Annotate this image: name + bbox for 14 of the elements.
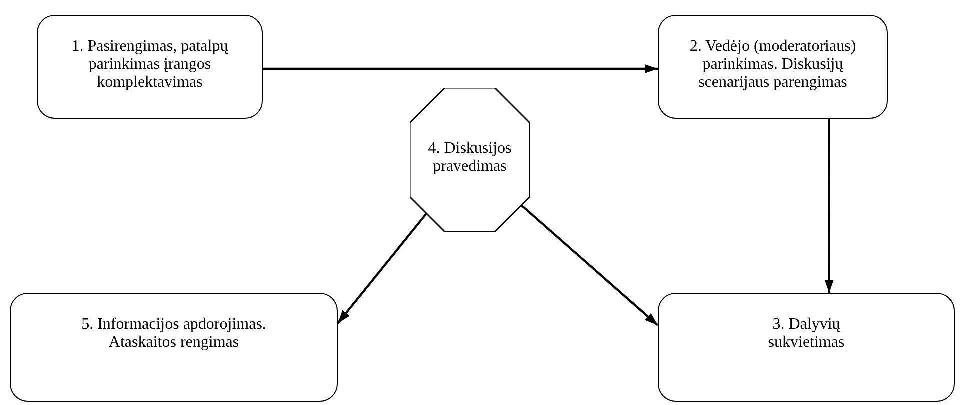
arrow (263, 64, 658, 74)
arrow (520, 204, 659, 326)
node-label: 3. Dalyvių sukvietimas (767, 316, 846, 352)
node-label: 5. Informacijos apdorojimas. Ataskaitos rengimas (80, 316, 268, 352)
arrow (824, 119, 834, 293)
octagon-node (410, 88, 530, 232)
arrow (337, 212, 428, 324)
process-box (658, 15, 888, 119)
process-box (10, 293, 338, 402)
process-box (37, 15, 263, 119)
node-label: 4. Diskusijos pravedimas (427, 140, 513, 176)
process-box (658, 293, 955, 402)
node-label: 2. Vedėjo (moderatoriaus) parinkimas. Diskusijų scenarijaus parengimas (688, 38, 858, 92)
node-label: 1. Pasirengimas, patalpų parinkimas įrangos komplektavimas (70, 38, 230, 92)
